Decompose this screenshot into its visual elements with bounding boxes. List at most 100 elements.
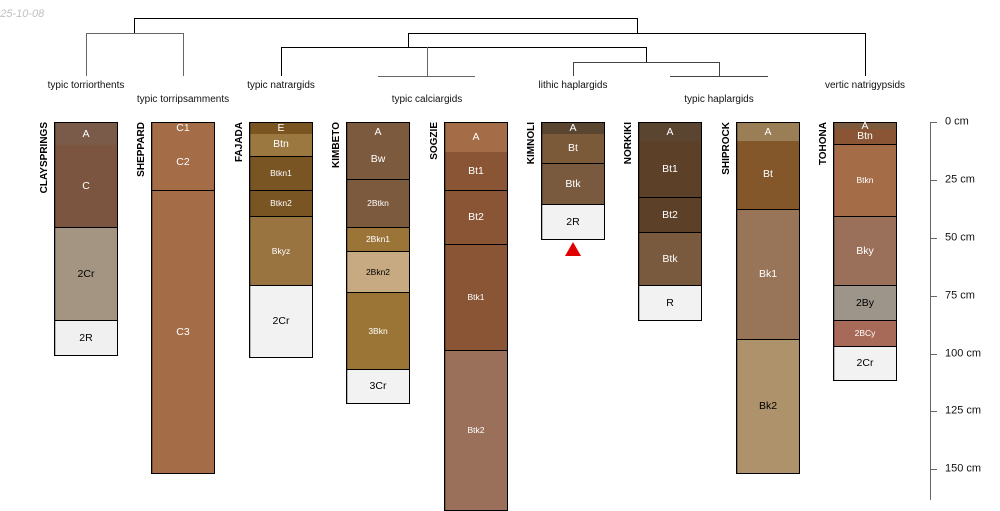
- horizon-label: Btkn2: [270, 198, 292, 209]
- horizon[interactable]: Btk1: [444, 244, 508, 352]
- horizon-label: 2R: [566, 215, 580, 228]
- horizon-shadow: [638, 140, 640, 199]
- horizon-shadow: [833, 128, 835, 146]
- taxon-label: typic haplargids: [684, 94, 754, 105]
- dendrogram-branch-main: [408, 33, 866, 76]
- horizon-label: 2Btkn: [367, 198, 389, 209]
- horizon-label: 2Cr: [77, 268, 95, 281]
- horizon[interactable]: Bkyz: [249, 216, 313, 287]
- horizon-label: Bk2: [758, 399, 778, 412]
- depth-tick-label: 25 cm: [945, 173, 975, 186]
- horizon[interactable]: Btkn: [833, 145, 897, 217]
- horizon[interactable]: Bt2: [638, 198, 702, 234]
- horizon[interactable]: 2By: [833, 286, 897, 322]
- horizon-shadow: [833, 346, 835, 382]
- dendrogram-branch-argids: [281, 47, 647, 76]
- horizon[interactable]: A: [346, 122, 410, 142]
- taxon-label: typic torriorthents: [47, 80, 125, 91]
- horizon[interactable]: 2Cr: [833, 346, 897, 382]
- horizon[interactable]: Btn: [249, 133, 313, 157]
- horizon[interactable]: A: [444, 122, 508, 154]
- profile-name: SHEPPARD: [136, 122, 147, 177]
- horizon[interactable]: Btk2: [444, 351, 508, 511]
- horizon-shadow: [444, 244, 446, 352]
- horizon-label: A: [764, 125, 772, 138]
- depth-tick: [930, 237, 937, 239]
- horizon[interactable]: 3Cr: [346, 369, 410, 405]
- horizon-label: 2Cr: [856, 357, 874, 370]
- taxon-label: vertic natrigypsids: [824, 80, 906, 91]
- horizon[interactable]: 2R: [541, 205, 605, 241]
- horizon-shadow: [444, 191, 446, 245]
- horizon[interactable]: A: [54, 122, 118, 147]
- horizon-shadow: [541, 163, 543, 206]
- horizon-shadow: [638, 123, 640, 142]
- horizon[interactable]: Btk: [541, 163, 605, 206]
- horizon[interactable]: C2: [151, 133, 215, 192]
- horizon-label: 2Bkn2: [365, 266, 391, 277]
- horizon-shadow: [638, 286, 640, 322]
- horizon[interactable]: 2Btkn: [346, 179, 410, 229]
- horizon-label: C2: [176, 155, 190, 168]
- horizon-label: Bky: [856, 244, 874, 257]
- horizon-label: A: [374, 125, 382, 138]
- profile-name: SOGZIE: [429, 122, 440, 160]
- horizon[interactable]: Btkn1: [249, 156, 313, 192]
- horizon[interactable]: A: [736, 122, 800, 142]
- horizon-label: C3: [176, 325, 190, 338]
- horizon-shadow: [249, 216, 251, 287]
- horizon-shadow: [736, 339, 738, 474]
- horizon[interactable]: Bt: [736, 140, 800, 210]
- horizon[interactable]: 2BCy: [833, 321, 897, 347]
- horizon-shadow: [541, 123, 543, 135]
- horizon[interactable]: 2Cr: [249, 286, 313, 359]
- horizon-label: Btk: [565, 177, 581, 190]
- horizon-shadow: [541, 205, 543, 241]
- horizon[interactable]: Bt1: [638, 140, 702, 199]
- horizon[interactable]: 3Bkn: [346, 293, 410, 370]
- horizon-shadow: [736, 140, 738, 210]
- horizon-shadow: [444, 351, 446, 511]
- horizon[interactable]: 2R: [54, 321, 118, 356]
- horizon[interactable]: 2Cr: [54, 228, 118, 322]
- horizon[interactable]: Bk1: [736, 209, 800, 340]
- depth-tick: [930, 179, 937, 181]
- horizon[interactable]: 2Bkn1: [346, 228, 410, 252]
- horizon-label: 2BCy: [854, 328, 876, 339]
- horizon-label: R: [666, 296, 674, 309]
- horizon[interactable]: Btkn2: [249, 191, 313, 217]
- horizon[interactable]: 2Bkn2: [346, 251, 410, 294]
- horizon[interactable]: Bt: [541, 133, 605, 164]
- horizon[interactable]: Bt2: [444, 191, 508, 245]
- horizon-label: Bt2: [468, 211, 484, 224]
- horizon-label: A: [666, 125, 674, 138]
- horizon-shadow: [638, 198, 640, 234]
- horizon[interactable]: C3: [151, 191, 215, 474]
- horizon-shadow: [346, 251, 348, 294]
- dendrogram-branch-haplargids: [573, 62, 768, 77]
- horizon[interactable]: Btn: [833, 128, 897, 146]
- horizon[interactable]: R: [638, 286, 702, 322]
- horizon-shadow: [54, 228, 56, 322]
- horizon-label: 2Cr: [272, 315, 290, 328]
- horizon[interactable]: Bw: [346, 140, 410, 180]
- depth-tick-label: 50 cm: [945, 231, 975, 244]
- horizon[interactable]: Bt1: [444, 152, 508, 192]
- horizon-shadow: [54, 123, 56, 147]
- horizon[interactable]: Bky: [833, 216, 897, 287]
- horizon[interactable]: Btk: [638, 233, 702, 287]
- horizon-label: A: [861, 119, 869, 132]
- horizon-label: Btk2: [467, 425, 485, 436]
- horizon[interactable]: A: [638, 122, 702, 142]
- horizon-shadow: [833, 216, 835, 287]
- horizon-shadow: [249, 191, 251, 217]
- depth-tick: [930, 295, 937, 297]
- taxon-label: typic torripsamments: [136, 94, 230, 105]
- horizon[interactable]: C: [54, 145, 118, 229]
- depth-tick: [930, 353, 937, 355]
- horizon[interactable]: Bk2: [736, 339, 800, 474]
- horizon-label: Btn: [857, 130, 873, 143]
- horizon-shadow: [346, 369, 348, 405]
- horizon-label: Btn: [273, 138, 289, 151]
- horizon-label: A: [472, 131, 480, 144]
